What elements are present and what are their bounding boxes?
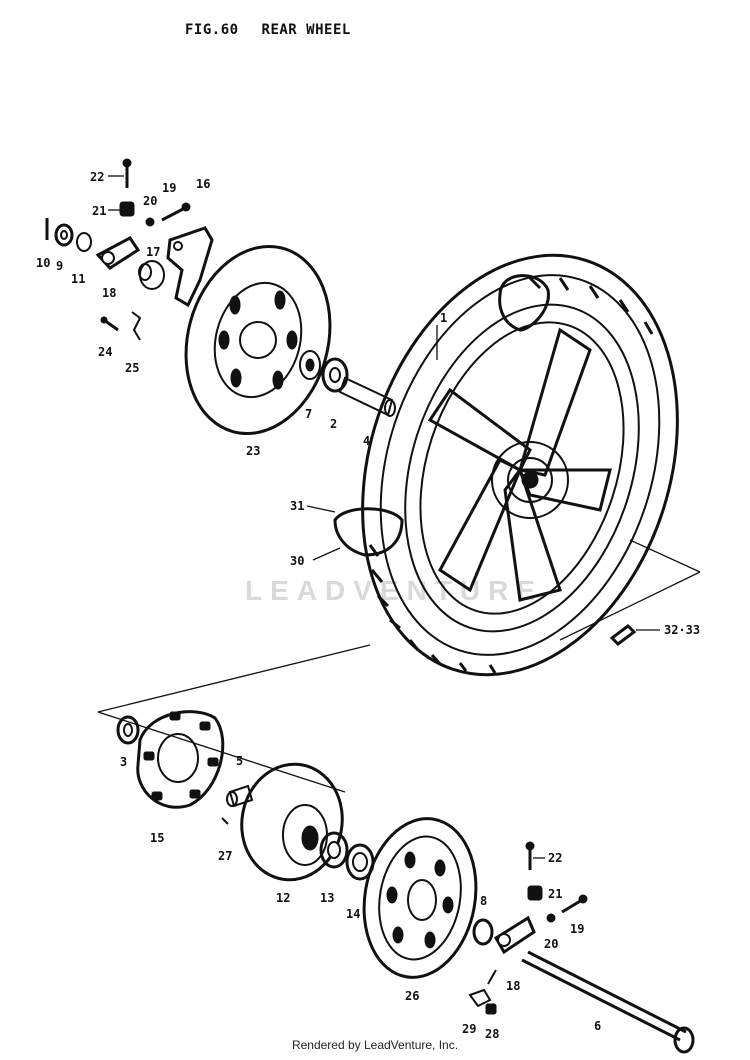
- callout-24: 24: [98, 345, 112, 359]
- callout-19: 19: [162, 181, 176, 195]
- callout-2: 2: [330, 417, 337, 431]
- brake-disc: [184, 244, 332, 436]
- washer-20-bottom: [546, 913, 556, 923]
- bolt-22-bottom: [525, 841, 535, 870]
- callout-21: 21: [92, 204, 106, 218]
- washer-20-top: [145, 217, 155, 227]
- collar-17: [138, 260, 165, 290]
- clip-32-33: [609, 624, 637, 646]
- callout-32-33: 32·33: [664, 623, 700, 637]
- callout-15: 15: [150, 831, 164, 845]
- watermark: LEADVENTURE: [245, 575, 544, 606]
- callout-22-bottom: 22: [548, 851, 562, 865]
- callout-30: 30: [290, 554, 304, 568]
- wheel-rim-spokes: [427, 325, 612, 602]
- bearing-3: [116, 715, 140, 745]
- footer-credit: Rendered by LeadVenture, Inc.: [291, 1038, 459, 1052]
- nut-21-top: [119, 201, 135, 217]
- torque-link-18-top: [95, 236, 141, 270]
- callout-22: 22: [90, 170, 104, 184]
- pin-27: [221, 817, 229, 825]
- callout-8: 8: [480, 894, 487, 908]
- bolt-22-top: [122, 158, 132, 188]
- callout-18-bottom: 18: [506, 979, 520, 993]
- bearing-13: [319, 831, 349, 869]
- rear-tire: [333, 253, 679, 677]
- leader-lines: [108, 175, 660, 859]
- washer-11: [76, 232, 92, 252]
- callout-26: 26: [405, 989, 419, 1003]
- callout-labels: 22 21 20 19 16 17 10 9 11 18 24 25 23 7 …: [36, 170, 700, 1041]
- callout-18: 18: [102, 286, 116, 300]
- nut-21-bottom: [527, 885, 543, 901]
- callout-20-bottom: 20: [544, 937, 558, 951]
- callout-6: 6: [594, 1019, 601, 1033]
- callout-4: 4: [363, 434, 370, 448]
- callout-31: 31: [290, 499, 304, 513]
- callout-25: 25: [125, 361, 139, 375]
- figure-title: FIG.60 REAR WHEEL: [185, 22, 351, 38]
- callout-16: 16: [196, 177, 210, 191]
- caliper-bracket-16: [166, 226, 214, 308]
- callout-11: 11: [71, 272, 85, 286]
- figure-name: REAR WHEEL: [261, 22, 351, 38]
- clip-25: [131, 311, 142, 341]
- bolt-19-top: [161, 202, 191, 222]
- nut-28: [485, 1003, 497, 1015]
- clip-29: [468, 969, 497, 1008]
- spacer-5: [226, 784, 254, 808]
- rear-sprocket-26: [362, 817, 478, 979]
- callout-23: 23: [246, 444, 260, 458]
- spacer-8: [472, 918, 494, 946]
- bearing-2: [321, 357, 349, 393]
- callout-29: 29: [462, 1022, 476, 1036]
- axle-6: [521, 950, 695, 1054]
- callout-3: 3: [120, 755, 127, 769]
- callout-14: 14: [346, 907, 360, 921]
- wheel-damper-15: [136, 710, 225, 809]
- callout-19-bottom: 19: [570, 922, 584, 936]
- callout-21-bottom: 21: [548, 887, 562, 901]
- callout-9: 9: [56, 259, 63, 273]
- chain-adjuster-18: [493, 915, 536, 955]
- collar-7: [299, 350, 321, 380]
- callout-12: 12: [276, 891, 290, 905]
- callout-5: 5: [236, 754, 243, 768]
- callout-17: 17: [146, 245, 160, 259]
- callout-7: 7: [305, 407, 312, 421]
- spacer-4: [338, 376, 396, 417]
- callout-20: 20: [143, 194, 157, 208]
- figure-number: FIG.60: [185, 22, 239, 38]
- callout-28: 28: [485, 1027, 499, 1041]
- callout-27: 27: [218, 849, 232, 863]
- callout-10: 10: [36, 256, 50, 270]
- callout-1: 1: [440, 311, 447, 325]
- callout-13: 13: [320, 891, 334, 905]
- nut-9: [54, 223, 74, 247]
- bolt-19-bottom: [561, 894, 588, 914]
- cotter-pin-24: [100, 316, 119, 332]
